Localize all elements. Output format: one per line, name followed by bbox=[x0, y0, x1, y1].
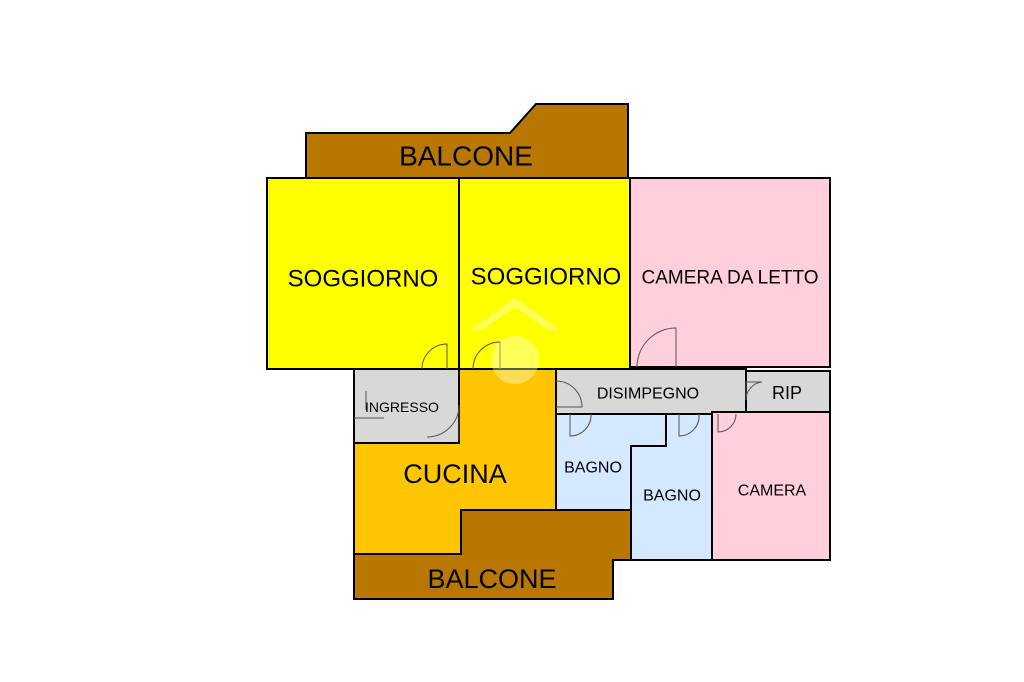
door-swings bbox=[354, 327, 763, 440]
bagno-left-label: BAGNO bbox=[564, 460, 622, 477]
camera-label: CAMERA bbox=[738, 483, 807, 500]
camera-area bbox=[711, 411, 831, 561]
rip-label: RIP bbox=[772, 383, 802, 403]
disimpegno-label: DISIMPEGNO bbox=[597, 386, 699, 403]
soggiorno-left-area bbox=[266, 177, 460, 370]
balcone-bottom-label: BALCONE bbox=[427, 564, 556, 594]
camera-da-letto-label: CAMERA DA LETTO bbox=[641, 268, 818, 289]
camera-da-letto-area bbox=[629, 177, 831, 368]
ingresso-label: INGRESSO bbox=[365, 399, 439, 415]
soggiorno-left-label: SOGGIORNO bbox=[288, 266, 439, 293]
ingresso-area bbox=[353, 368, 460, 444]
cucina-label: CUCINA bbox=[403, 459, 507, 489]
bagno-right-label: BAGNO bbox=[643, 488, 701, 505]
balcone-bottom-area bbox=[353, 509, 632, 600]
watermark-logo bbox=[470, 298, 560, 384]
balcone-top-label: BALCONE bbox=[399, 141, 533, 172]
soggiorno-right-label: SOGGIORNO bbox=[471, 264, 622, 291]
